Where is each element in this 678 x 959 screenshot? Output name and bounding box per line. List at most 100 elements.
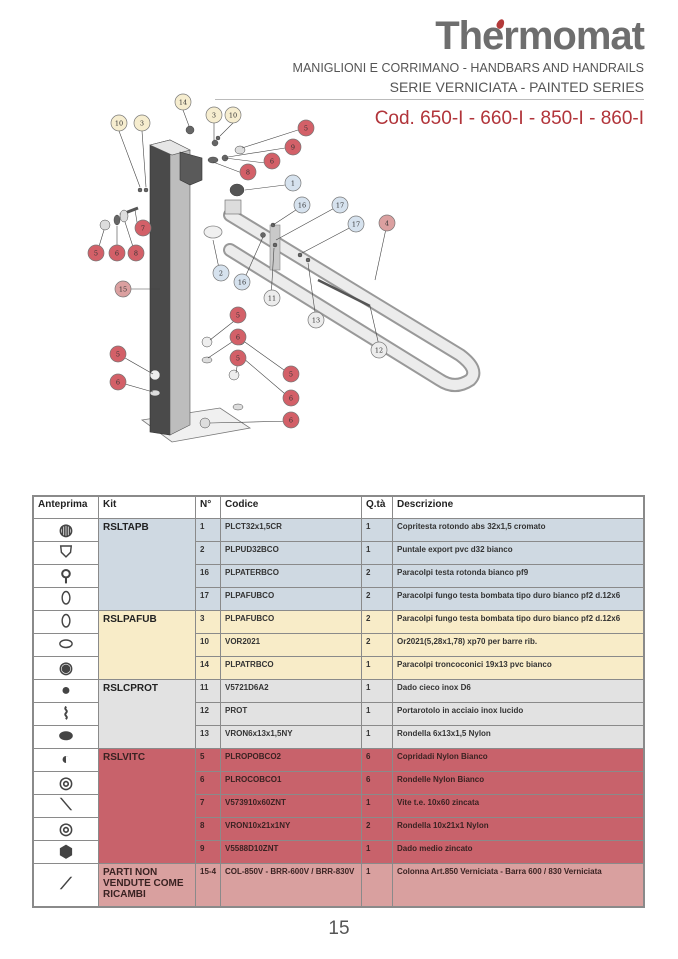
part-code: COL-850V - BRR-600V / BRR-830V	[220, 863, 362, 908]
quantity: 6	[361, 771, 393, 795]
cap-chrome-icon: ◍	[59, 522, 73, 539]
item-number: 14	[195, 656, 221, 680]
callout-8: 8	[127, 244, 145, 262]
quantity: 1	[361, 725, 393, 749]
header-divider	[215, 99, 644, 100]
callout-label: 7	[141, 225, 145, 233]
item-number: 13	[195, 725, 221, 749]
item-number: 15-4	[195, 863, 221, 908]
kit-name: RSLPAFUB	[98, 610, 196, 680]
part-code: PROT	[220, 702, 362, 726]
item-number: 6	[195, 771, 221, 795]
preview-cell: ●	[32, 679, 99, 703]
callout-2: 2	[212, 264, 230, 282]
quantity: 2	[361, 817, 393, 841]
nut-cover-icon: ◐	[61, 751, 71, 768]
callout-10: 10	[110, 114, 128, 132]
callout-label: 4	[385, 220, 389, 228]
quantity: 6	[361, 748, 393, 772]
callout-5: 5	[297, 119, 315, 137]
callout-5: 5	[87, 244, 105, 262]
callout-label: 10	[115, 120, 123, 128]
item-number: 2	[195, 541, 221, 565]
preview-cell: ◎	[32, 771, 99, 795]
callout-16: 16	[233, 273, 251, 291]
callout-label: 2	[219, 270, 223, 278]
product-series: SERIE VERNICIATA - PAINTED SERIES	[389, 79, 644, 95]
quantity: 1	[361, 794, 393, 818]
preview-cell: ⟋	[32, 863, 99, 908]
header-preview: Anteprima	[32, 495, 99, 519]
preview-cell: ⬬	[32, 725, 99, 749]
callout-label: 13	[312, 317, 320, 325]
roll-holder-icon: ⌇	[62, 706, 70, 723]
item-number: 16	[195, 564, 221, 588]
column-top	[149, 139, 191, 156]
preview-cell: ⬯	[32, 587, 99, 611]
part-code: PLPUD32BCO	[220, 541, 362, 565]
cap-nut-icon: ●	[61, 682, 71, 699]
column-side	[169, 139, 191, 436]
callout-12: 12	[370, 341, 388, 359]
item-number: 10	[195, 633, 221, 657]
preview-cell: ⬭	[32, 633, 99, 657]
part-code: PLPATERBCO	[220, 564, 362, 588]
preview-cell: ⛉	[32, 541, 99, 565]
callout-label: 12	[375, 347, 383, 355]
callout-3: 3	[205, 106, 223, 124]
description: Paracolpi fungo testa bombata tipo duro …	[392, 587, 645, 611]
page-number: 15	[328, 918, 350, 939]
header-code: Codice	[220, 495, 362, 519]
brand-name: Thermomat	[435, 14, 645, 58]
bumper-round-icon: ⚲	[60, 568, 72, 585]
parts-table: Anteprima Kit N° Codice Q.tà Descrizione…	[32, 495, 645, 908]
item-number: 1	[195, 518, 221, 542]
bolt-icon: ⟍	[60, 797, 72, 814]
bumper-mushroom-icon: ⬯	[60, 590, 72, 607]
quantity: 1	[361, 518, 393, 542]
callout-label: 6	[116, 379, 120, 387]
part-code: V5721D6A2	[220, 679, 362, 703]
callout-5: 5	[282, 365, 300, 383]
description: Portarotolo in acciaio inox lucido	[392, 702, 645, 726]
callout-14: 14	[174, 93, 192, 111]
part-code: PLPAFUBCO	[220, 610, 362, 634]
end-cap-icon: ⛉	[59, 544, 72, 561]
description: Paracolpi fungo testa bombata tipo duro …	[392, 610, 645, 634]
callout-label: 14	[179, 99, 187, 107]
part-code: V5588D10ZNT	[220, 840, 362, 864]
callout-label: 3	[140, 120, 144, 128]
callout-label: 6	[236, 334, 240, 342]
callout-label: 6	[289, 395, 293, 403]
column-bracket	[179, 151, 203, 186]
callout-17: 17	[347, 215, 365, 233]
description: Copritesta rotondo abs 32x1,5 cromato	[392, 518, 645, 542]
callout-16: 16	[293, 196, 311, 214]
column-bar-icon: ⟋	[60, 876, 72, 893]
description: Rondelle Nylon Bianco	[392, 771, 645, 795]
part-code: PLPAFUBCO	[220, 587, 362, 611]
callout-15: 15	[114, 280, 132, 298]
callout-6: 6	[109, 373, 127, 391]
quantity: 1	[361, 840, 393, 864]
washer-icon: ◎	[59, 821, 73, 838]
o-ring-icon: ⬭	[59, 636, 73, 653]
quantity: 1	[361, 656, 393, 680]
preview-cell: ◐	[32, 748, 99, 772]
quantity: 2	[361, 610, 393, 634]
part-code: VOR2021	[220, 633, 362, 657]
bumper-conical-icon: ◉	[59, 660, 73, 677]
header-desc: Descrizione	[392, 495, 645, 519]
part-code: PLCT32x1,5CR	[220, 518, 362, 542]
